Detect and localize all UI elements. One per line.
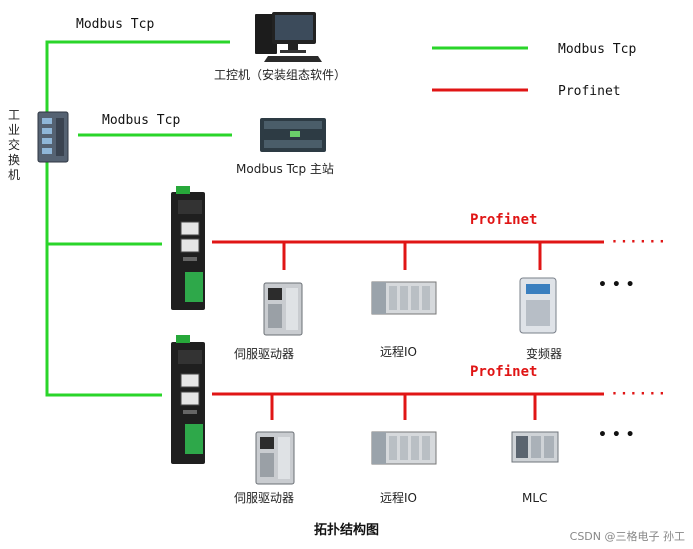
computer-icon xyxy=(255,12,322,62)
servo-drive-icon xyxy=(255,431,295,485)
bus2-device3-label: MLC xyxy=(522,491,547,505)
bus-2-ellipsis: · · · · · · xyxy=(612,387,664,402)
gateway1-icon xyxy=(171,186,205,310)
bus1-device3-label: 变频器 xyxy=(526,346,562,361)
profinet-bus-2-label: Profinet xyxy=(470,364,537,380)
switch-label: 工业交换机 xyxy=(7,108,20,182)
inverter-icon xyxy=(519,277,557,334)
link-switch-pc xyxy=(45,40,230,112)
bus1-device2-label: 远程IO xyxy=(380,344,417,359)
industrial-switch-icon xyxy=(37,111,69,163)
bus-2-more-dots: • • • xyxy=(598,427,635,443)
gateway2-icon xyxy=(171,335,205,464)
pc-link-label: Modbus Tcp xyxy=(76,17,154,32)
bus2-device1-label: 伺服驱动器 xyxy=(234,491,294,505)
bus-1-more-dots: • • • xyxy=(598,277,635,293)
profinet-bus-1-label: Profinet xyxy=(470,212,537,228)
modbus-lines xyxy=(45,40,232,397)
master-link-label: Modbus Tcp xyxy=(102,113,180,128)
master-label: Modbus Tcp 主站 xyxy=(236,162,334,176)
bus1-device1-label: 伺服驱动器 xyxy=(234,347,294,361)
remote-io-icon xyxy=(371,281,437,315)
diagram-caption: 拓扑结构图 xyxy=(313,523,379,538)
watermark: CSDN @三格电子 孙工 xyxy=(569,530,685,543)
servo-drive-icon xyxy=(263,282,303,336)
pc-label: 工控机（安装组态软件） xyxy=(214,67,346,82)
profinet-bus-1 xyxy=(212,240,604,270)
link-trunk-gateway2 xyxy=(45,160,162,397)
remote-io-icon xyxy=(371,431,437,465)
bus2-device2-label: 远程IO xyxy=(380,490,417,505)
profinet-bus-2 xyxy=(212,392,604,420)
plc-icon xyxy=(260,118,326,152)
mlc-icon xyxy=(511,431,559,463)
bus-1-ellipsis: · · · · · · xyxy=(612,235,664,250)
legend-modbus-label: Modbus Tcp xyxy=(558,42,636,57)
legend-profinet-label: Profinet xyxy=(558,84,621,99)
